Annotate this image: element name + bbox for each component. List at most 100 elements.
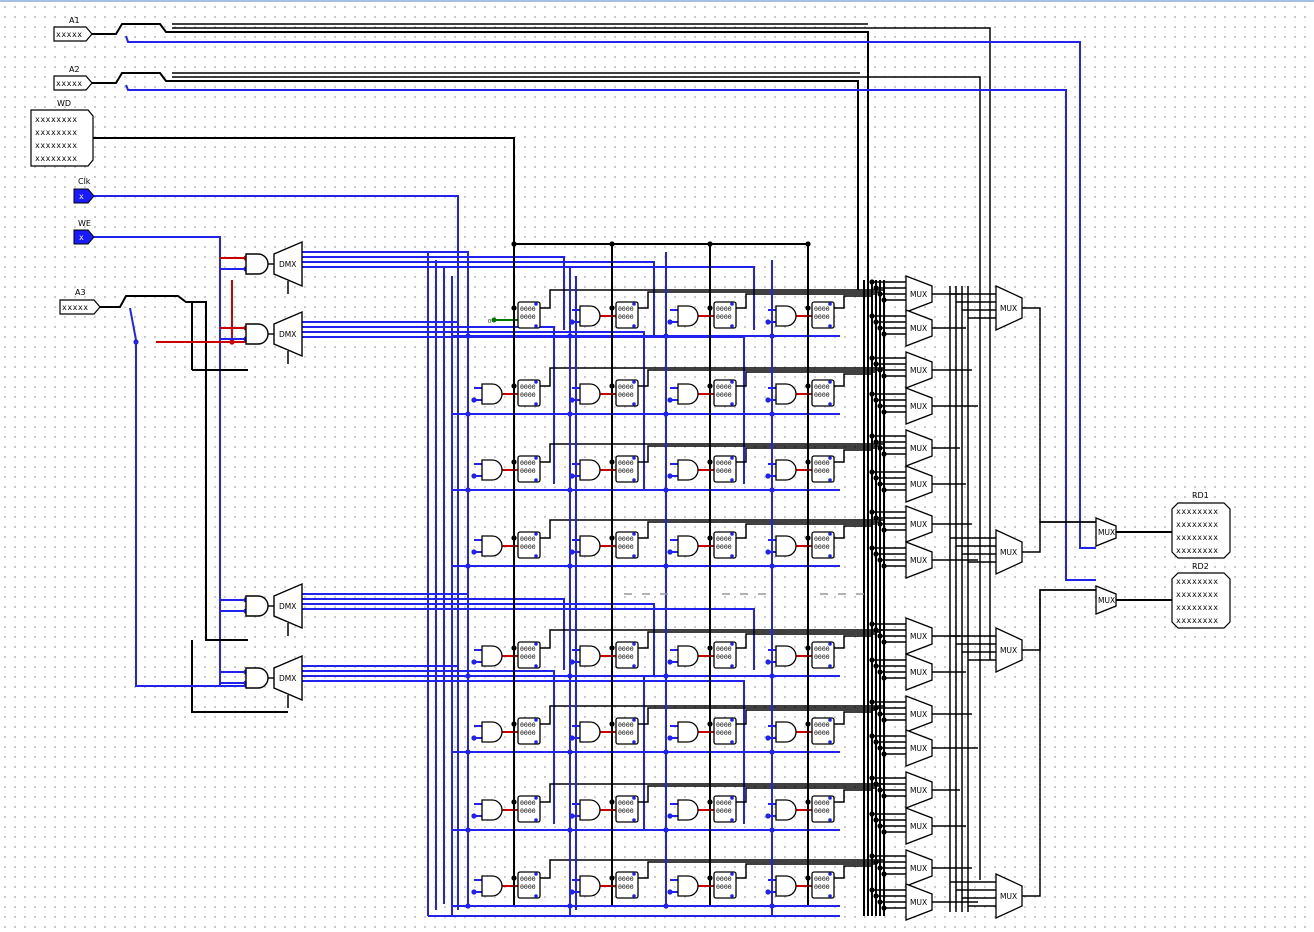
junction-dot xyxy=(471,813,477,819)
register-pin xyxy=(534,872,538,876)
register-pin xyxy=(632,796,636,800)
mux-l2-1 xyxy=(995,284,1023,332)
input-value-clk: x xyxy=(79,192,84,201)
register-output-wire xyxy=(834,635,872,649)
register-value: 0000 xyxy=(716,799,732,807)
register-output-wire xyxy=(736,447,876,463)
register-output-wire xyxy=(540,705,884,725)
register-value: 0000 xyxy=(814,543,830,551)
register-output-wire xyxy=(834,525,872,539)
a2-bus-wire xyxy=(92,72,859,290)
mux-l1-8 xyxy=(905,541,933,579)
mux-label: MUX xyxy=(910,366,927,375)
demux-output-wire xyxy=(302,680,745,824)
output-pin-rd1[interactable]: RD1 xxxxxxxx xxxxxxxx xxxxxxxx xxxxxxxx xyxy=(1171,491,1231,559)
register-pin xyxy=(534,818,538,822)
register-value: 0000 xyxy=(618,535,634,543)
register-pin xyxy=(828,456,832,460)
write-enable-and-gate xyxy=(775,535,797,557)
write-enable-and-gate xyxy=(677,459,699,481)
register-value: 0000 xyxy=(716,807,732,815)
demux-label: DMX xyxy=(279,674,296,683)
register-pin xyxy=(730,796,734,800)
register-value: 0000 xyxy=(716,883,732,891)
input-pin-a1[interactable]: A1 xxxxx xyxy=(53,16,93,42)
register-pin xyxy=(730,740,734,744)
mux-l2-3 xyxy=(995,626,1023,674)
register-output-wire xyxy=(736,709,876,725)
register-value: 0000 xyxy=(520,383,536,391)
pin-layer[interactable]: A1 xxxxx A2 xxxxx WD xxxxxxxx xxxxxxxx x… xyxy=(30,16,1231,629)
register-cell xyxy=(615,795,639,823)
register-pin xyxy=(632,380,636,384)
demux-output-wire xyxy=(302,598,565,670)
input-label-we: WE xyxy=(78,219,91,228)
input-pin-a3[interactable]: A3 xxxxx xyxy=(59,288,101,315)
register-value: 0000 xyxy=(716,645,732,653)
junction-dot xyxy=(511,241,517,247)
register-value: 0000 xyxy=(618,543,634,551)
register-output-wire xyxy=(834,789,872,803)
register-cell xyxy=(517,301,541,329)
register-pin xyxy=(730,456,734,460)
input-pin-we[interactable]: WE x xyxy=(73,219,95,245)
a3-select-wire xyxy=(129,307,248,687)
register-value: 0000 xyxy=(814,653,830,661)
mux-l2-output-wire xyxy=(1022,521,1096,553)
register-pin xyxy=(828,380,832,384)
register-cell xyxy=(713,795,737,823)
junction-dot xyxy=(765,889,771,895)
register-cell xyxy=(713,871,737,899)
mux-l1-2 xyxy=(905,309,933,347)
register-cell xyxy=(811,795,835,823)
write-enable-and-gate xyxy=(677,799,699,821)
register-cell xyxy=(811,531,835,559)
register-pin xyxy=(828,554,832,558)
register-cell xyxy=(713,379,737,407)
register-output-wire xyxy=(736,633,876,649)
mux-l1-14 xyxy=(905,807,933,845)
input-pin-wd[interactable]: WD xxxxxxxx xxxxxxxx xxxxxxxx xxxxxxxx xyxy=(30,99,94,167)
register-value: 0000 xyxy=(520,305,536,313)
a3-bit-wire xyxy=(192,301,248,641)
register-output-wire xyxy=(638,861,880,879)
input-pin-clk[interactable]: Clk x xyxy=(73,177,95,204)
register-pin xyxy=(632,324,636,328)
register-value: 0000 xyxy=(814,383,830,391)
register-pin xyxy=(730,478,734,482)
register-output-wire xyxy=(834,449,872,463)
rd1-row-1: xxxxxxxx xyxy=(1176,507,1219,516)
register-output-wire xyxy=(834,711,872,725)
mux-label: MUX xyxy=(910,324,927,333)
mux-label: MUX xyxy=(910,632,927,641)
decoder-and-gate xyxy=(245,253,269,275)
a1-bus-wire xyxy=(92,23,869,300)
demux-output-wire xyxy=(302,256,565,330)
register-value: 0000 xyxy=(520,807,536,815)
we-wire xyxy=(94,236,221,686)
mux-l1-16 xyxy=(905,883,933,921)
mux-l1-13 xyxy=(905,771,933,809)
junction-dot xyxy=(765,735,771,741)
register-value: 0000 xyxy=(814,875,830,883)
register-value: 0000 xyxy=(814,645,830,653)
input-pin-a2[interactable]: A2 xxxxx xyxy=(53,65,93,91)
component-layer: DMXDMXDMXDMX0000000000000000000000000000… xyxy=(245,240,1117,921)
demux-output-wire xyxy=(302,331,645,490)
mux-label: MUX xyxy=(910,822,927,831)
demux-output-wire xyxy=(302,321,459,490)
output-pin-rd2[interactable]: RD2 xxxxxxxx xxxxxxxx xxxxxxxx xxxxxxxx xyxy=(1171,562,1231,629)
junction-dot xyxy=(667,473,673,479)
final-mux-rd2 xyxy=(1095,585,1117,615)
register-value: 0000 xyxy=(814,467,830,475)
register-pin xyxy=(632,554,636,558)
register-value: 0000 xyxy=(520,799,536,807)
demux-label: DMX xyxy=(279,330,296,339)
mux-label: MUX xyxy=(910,402,927,411)
register-output-wire xyxy=(540,289,884,309)
register-output-wire xyxy=(540,859,884,879)
input-value-we: x xyxy=(79,233,84,242)
register-pin xyxy=(632,872,636,876)
a1-select-wire xyxy=(125,35,1096,549)
